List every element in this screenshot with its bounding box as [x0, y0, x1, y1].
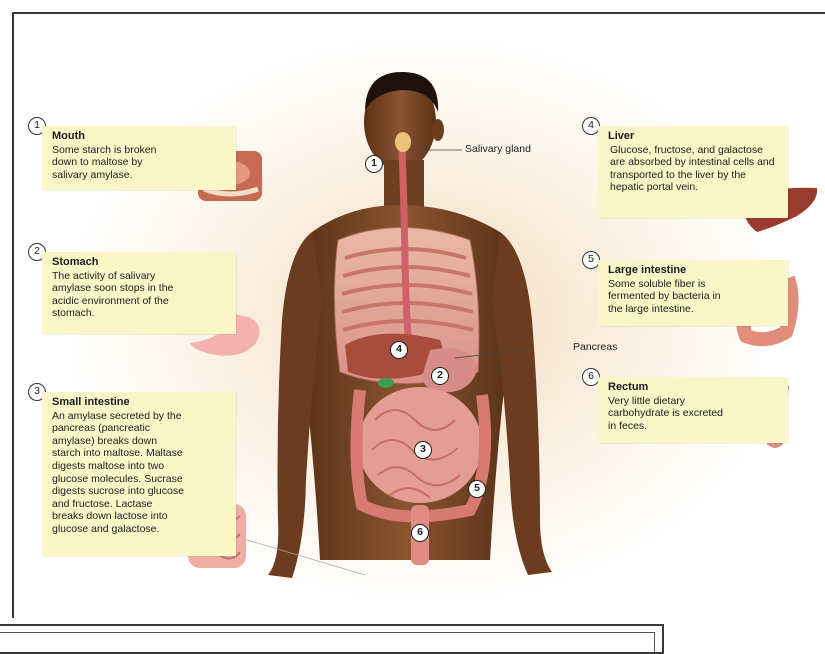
body-marker-3: 3	[414, 441, 432, 459]
step-6-card: Rectum Very little dietary carbohydrate …	[598, 377, 788, 443]
body-marker-1: 1	[365, 155, 383, 173]
step-3-text: An amylase secreted by the pancreas (pan…	[52, 410, 228, 536]
step-1-title: Mouth	[52, 130, 228, 143]
step-6-text: Very little dietary carbohydrate is excr…	[608, 395, 780, 433]
ear	[432, 119, 444, 141]
pancreas-label: Pancreas	[573, 341, 617, 353]
step-4-card: Liver Glucose, fructose, and galactose a…	[598, 126, 788, 218]
body-marker-5: 5	[468, 480, 486, 498]
step-4-title: Liver	[608, 130, 780, 143]
step-2-title: Stomach	[52, 256, 228, 269]
step-3-title: Small intestine	[52, 396, 228, 409]
salivary-gland-label: Salivary gland	[465, 143, 531, 155]
step-1-text: Some starch is broken down to maltose by…	[52, 144, 228, 182]
gallbladder	[378, 378, 394, 388]
salivary-gland	[395, 132, 411, 152]
body-marker-4: 4	[390, 341, 408, 359]
step-2-text: The activity of salivary amylase soon st…	[52, 270, 228, 320]
body-marker-2: 2	[431, 367, 449, 385]
step-5-card: Large intestine Some soluble fiber is fe…	[598, 260, 788, 326]
step-6-title: Rectum	[608, 381, 780, 394]
step-3-card: Small intestine An amylase secreted by t…	[42, 392, 236, 556]
step-5-text: Some soluble fiber is fermented by bacte…	[608, 278, 780, 316]
step-5-title: Large intestine	[608, 264, 780, 277]
body-marker-6: 6	[411, 524, 429, 542]
step-4-text: Glucose, fructose, and galactose are abs…	[608, 144, 780, 194]
step-1-card: Mouth Some starch is broken down to malt…	[42, 126, 236, 190]
step-2-card: Stomach The activity of salivary amylase…	[42, 252, 236, 334]
